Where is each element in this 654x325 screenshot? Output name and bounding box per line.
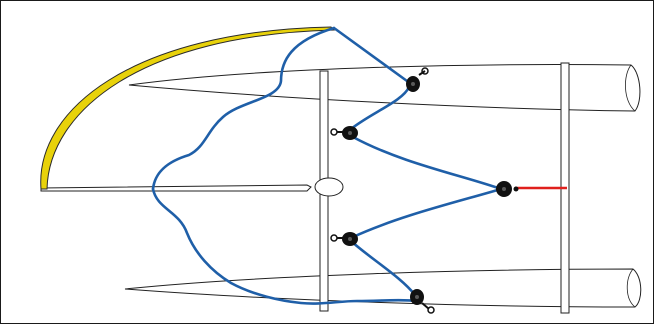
mainsheet-upper-block-to-side bbox=[349, 85, 411, 131]
upper-hull-stern-line bbox=[625, 64, 636, 112]
lower-hull-stern-line bbox=[626, 268, 636, 308]
pulley-block-traveler-sheave bbox=[502, 187, 506, 191]
pulley-block-icon bbox=[496, 181, 519, 197]
mainsheet-lower-loop bbox=[151, 187, 419, 305]
pulley-block-traveler-shackle bbox=[513, 186, 519, 192]
mainsheet-lower-side-to-block bbox=[349, 239, 417, 297]
sail-body bbox=[40, 26, 336, 190]
pulley-block-upper-aft-shackle bbox=[421, 67, 429, 75]
pulley-block-lower-side-sheave bbox=[348, 237, 352, 241]
pulley-block-upper-side-sheave bbox=[348, 131, 352, 135]
mainsheet-line bbox=[151, 26, 503, 305]
pulley-block-upper-aft-pin bbox=[418, 70, 426, 76]
pulley-block-lower-side-shackle bbox=[330, 234, 338, 242]
pulley-block-icon bbox=[330, 126, 358, 140]
boom bbox=[40, 177, 344, 197]
pulley-block-lower-aft-shackle bbox=[427, 306, 435, 314]
boom-spar bbox=[40, 184, 312, 192]
pulley-block-icon bbox=[406, 67, 429, 92]
blocks bbox=[330, 67, 519, 314]
sail bbox=[40, 26, 336, 190]
mainsheet-side-to-traveler-lower bbox=[351, 187, 503, 239]
pulley-block-upper-aft-sheave bbox=[411, 82, 415, 86]
boom-gooseneck-ball bbox=[314, 177, 344, 197]
pulley-block-upper-side-shackle bbox=[330, 128, 338, 136]
mainsheet-side-to-traveler-upper bbox=[351, 135, 503, 191]
pulley-block-icon bbox=[330, 232, 358, 246]
mainsheet-upper-loop bbox=[151, 26, 409, 191]
pulley-block-lower-aft-sheave bbox=[415, 295, 419, 299]
pulley-block-icon bbox=[410, 289, 435, 314]
